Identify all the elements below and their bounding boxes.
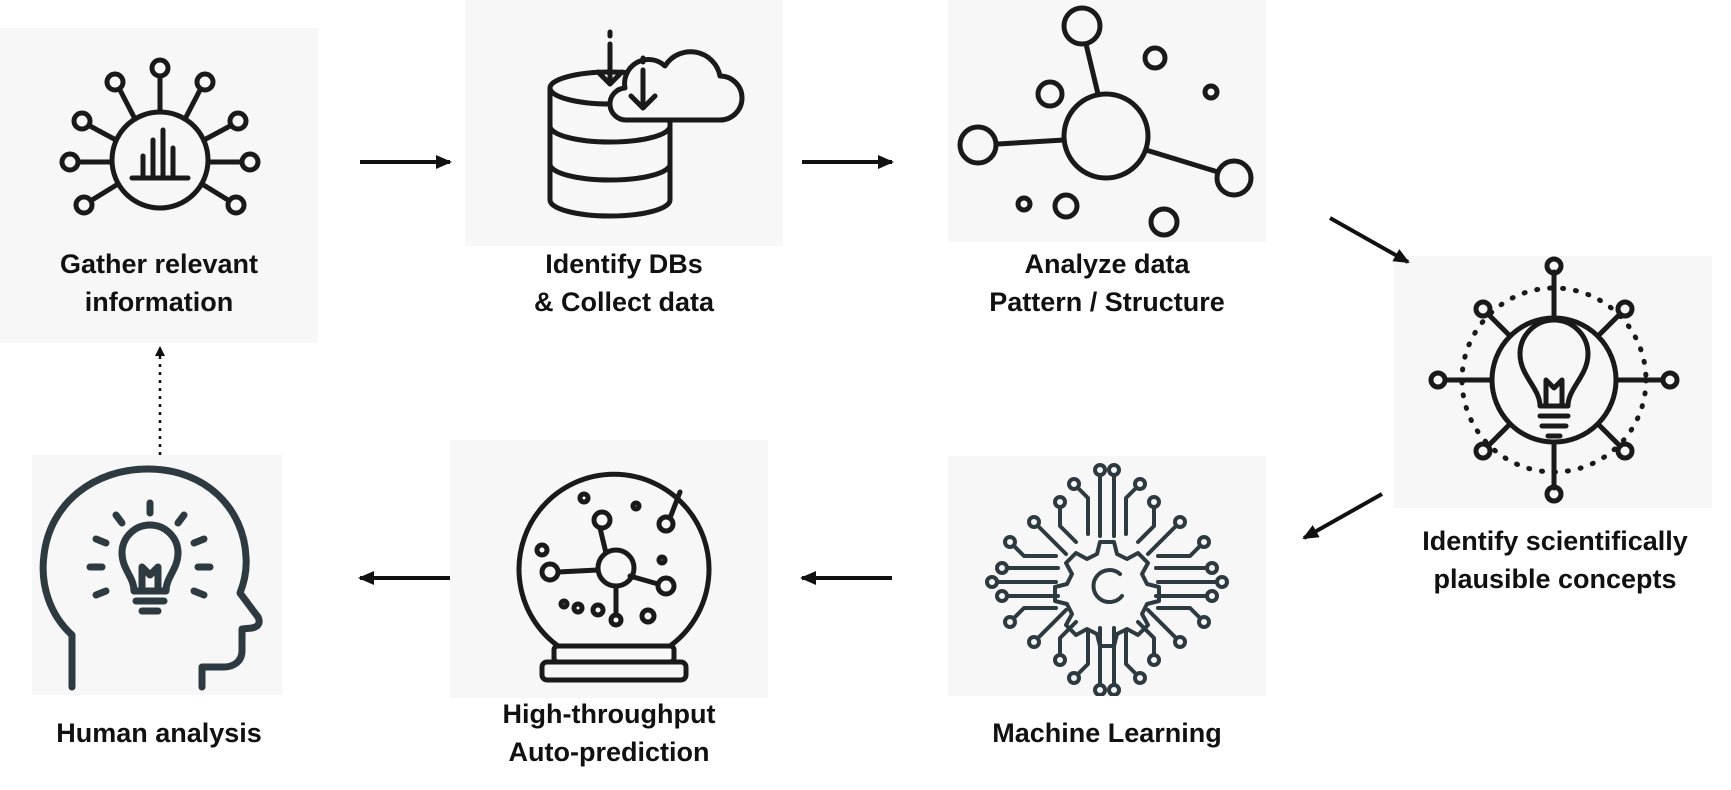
identify-dbs-label-line-2: & Collect data: [533, 287, 715, 317]
lightbulb-circuit-icon: [1428, 256, 1680, 504]
ml-label-line-1: Machine Learning: [992, 718, 1222, 748]
prediction-panel: [450, 440, 768, 698]
analyze-label-line-2: Pattern / Structure: [989, 287, 1225, 317]
human-label: Human analysis: [20, 714, 298, 752]
concepts-label: Identify scientifically plausible concep…: [1400, 522, 1710, 598]
database-cloud-download-icon: [547, 29, 745, 219]
network-chart-icon: [59, 57, 261, 216]
head-lightbulb-icon: [39, 465, 263, 691]
crystal-ball-icon: [516, 471, 712, 683]
gather-label-line-2: information: [84, 287, 234, 317]
prediction-label-line-2: Auto-prediction: [508, 737, 710, 767]
analyze-label-line-1: Analyze data: [1024, 249, 1190, 279]
identify-dbs-label-line-1: Identify DBs: [545, 249, 703, 279]
identify-dbs-panel: [465, 0, 783, 246]
gear-circuit-icon: [985, 463, 1229, 696]
identify-dbs-label: Identify DBs & Collect data: [480, 245, 768, 321]
gather-label-line-1: Gather relevant: [59, 249, 259, 279]
analyze-label: Analyze data Pattern / Structure: [962, 245, 1252, 321]
gather-label: Gather relevant information: [20, 245, 298, 321]
prediction-label: High-throughput Auto-prediction: [465, 695, 753, 771]
arrow-concepts-to-ml: [1302, 492, 1383, 540]
prediction-label-line-1: High-throughput: [502, 699, 716, 729]
analyze-panel: [948, 0, 1266, 242]
ml-label: Machine Learning: [962, 714, 1252, 752]
human-label-line-1: Human analysis: [56, 718, 262, 748]
concepts-label-line-2: plausible concepts: [1433, 564, 1677, 594]
gather-panel: [0, 28, 318, 343]
concepts-panel: [1394, 256, 1712, 508]
ml-panel: [948, 456, 1266, 696]
concepts-label-line-1: Identify scientifically: [1422, 526, 1688, 556]
human-panel: [32, 455, 282, 695]
molecule-network-icon: [957, 5, 1254, 238]
